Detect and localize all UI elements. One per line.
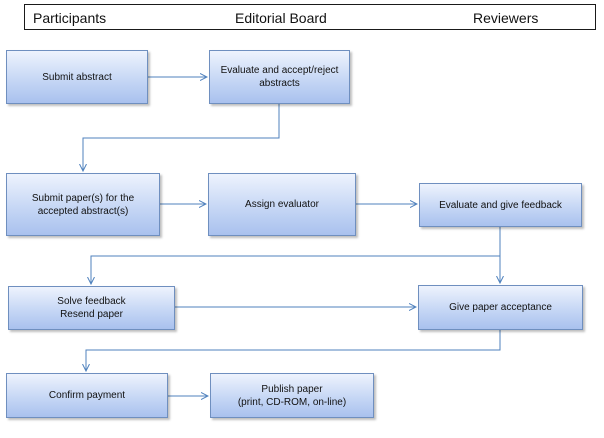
step-submit-abstract: Submit abstract [6, 50, 148, 104]
step-assign-evaluator: Assign evaluator [208, 173, 356, 236]
lane-editorial-board-label: Editorial Board [235, 10, 327, 26]
step-evaluate-abstracts: Evaluate and accept/reject abstracts [209, 50, 350, 104]
arrow-evaluate-to-submit-paper [83, 104, 280, 171]
step-submit-papers-label: Submit paper(s) for the accepted abstrac… [31, 192, 135, 217]
step-evaluate-abstracts-label: Evaluate and accept/reject abstracts [220, 65, 339, 89]
step-evaluate-feedback-label: Evaluate and give feedback [439, 199, 562, 211]
step-publish-paper: Publish paper (print, CD-ROM, on-line) [210, 373, 374, 418]
lane-header: Participants Editorial Board Reviewers [24, 4, 596, 30]
step-submit-abstract-label: Submit abstract [42, 71, 112, 83]
step-solve-feedback: Solve feedback Resend paper [8, 286, 175, 330]
step-solve-feedback-label: Solve feedback Resend paper [57, 296, 126, 320]
step-submit-papers: Submit paper(s) for the accepted abstrac… [6, 173, 160, 236]
step-confirm-payment: Confirm payment [6, 373, 168, 418]
step-publish-paper-label: Publish paper (print, CD-ROM, on-line) [237, 383, 347, 408]
lane-reviewers-label: Reviewers [473, 10, 539, 26]
step-evaluate-feedback: Evaluate and give feedback [419, 183, 582, 227]
step-give-acceptance: Give paper acceptance [418, 285, 583, 330]
arrow-acceptance-to-payment [86, 330, 501, 371]
lane-participants-label: Participants [33, 10, 107, 26]
step-give-acceptance-label: Give paper acceptance [449, 302, 552, 313]
step-confirm-payment-label: Confirm payment [48, 390, 126, 401]
step-assign-evaluator-label: Assign evaluator [245, 199, 319, 210]
